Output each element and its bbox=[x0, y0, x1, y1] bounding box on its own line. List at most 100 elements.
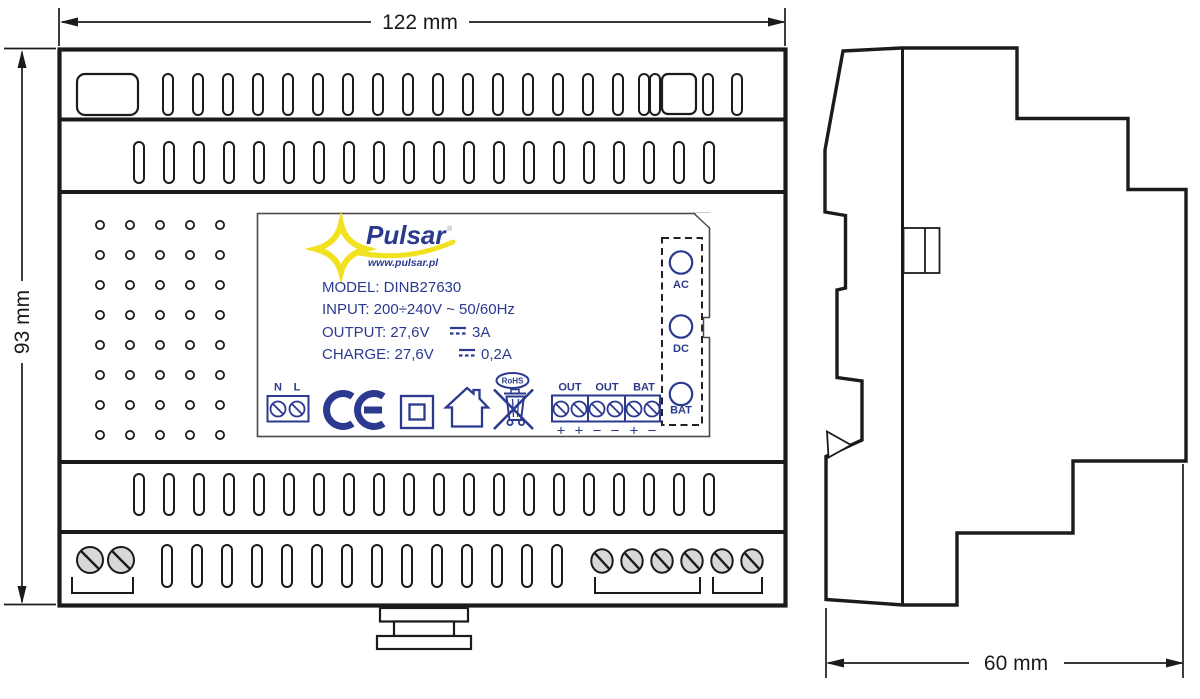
vent-slot bbox=[371, 544, 383, 588]
width-dimension: 122 mm bbox=[58, 8, 786, 46]
label-edge-notch bbox=[703, 317, 712, 338]
led-dc-label: DC bbox=[673, 343, 689, 355]
mains-terminal-block: N L bbox=[266, 382, 310, 423]
vent-slot bbox=[523, 141, 535, 184]
label-edge-notch-outline bbox=[702, 316, 710, 339]
dc-symbol-icon bbox=[450, 326, 466, 335]
label-screw-slot-line bbox=[291, 403, 303, 415]
vent-slot bbox=[162, 73, 174, 116]
vent-dot bbox=[184, 339, 195, 350]
vent-slot bbox=[703, 141, 715, 184]
vent-slot bbox=[313, 473, 325, 516]
vent-slot bbox=[433, 141, 445, 184]
vent-row-upper bbox=[133, 141, 715, 184]
arrow-left-icon bbox=[826, 658, 844, 668]
vent-dot bbox=[154, 279, 165, 290]
vent-slot bbox=[191, 544, 203, 588]
vent-dot bbox=[154, 369, 165, 380]
vent-dot bbox=[214, 219, 225, 230]
vent-slot bbox=[433, 473, 445, 516]
arrow-up-icon bbox=[17, 50, 27, 68]
din-clip-latch bbox=[826, 429, 853, 459]
mains-terminal-screws bbox=[76, 546, 135, 574]
logo-swoosh bbox=[356, 239, 456, 259]
vent-dot bbox=[184, 249, 195, 260]
vent-dot bbox=[125, 399, 136, 410]
vent-dot bbox=[154, 399, 165, 410]
vent-dot bbox=[154, 219, 165, 230]
vent-dot bbox=[184, 309, 195, 320]
vent-slot bbox=[313, 141, 325, 184]
label-terminal-screws bbox=[269, 400, 661, 418]
vent-slot bbox=[673, 473, 685, 516]
vent-slot bbox=[133, 141, 145, 184]
polarity-sign: + bbox=[557, 423, 566, 440]
vent-dot bbox=[184, 219, 195, 230]
vent-dot bbox=[95, 249, 106, 260]
terminal-bat-label: BAT bbox=[633, 382, 655, 394]
side-view bbox=[823, 46, 1188, 607]
input-line: INPUT: 200÷240V ~ 50/60Hz bbox=[322, 301, 515, 318]
label-corner-fold bbox=[695, 213, 711, 228]
front-view: Pulsar ® www.pulsar.pl MODEL: DINB27630 … bbox=[57, 47, 788, 651]
width-dimension-label: 122 mm bbox=[382, 11, 458, 34]
charge-line: CHARGE: 27,6V 0,2A bbox=[322, 346, 512, 363]
vent-opening-square bbox=[660, 72, 698, 116]
vent-dot bbox=[184, 399, 195, 410]
output-terminal-block: OUT OUT BAT + + − − + − bbox=[551, 382, 661, 440]
registered-mark: ® bbox=[447, 225, 453, 233]
vent-dot bbox=[184, 279, 195, 290]
vent-slot bbox=[432, 73, 444, 116]
vent-slot bbox=[552, 73, 564, 116]
vent-slot bbox=[223, 473, 235, 516]
screw-slot-line bbox=[111, 550, 131, 570]
vent-slot bbox=[521, 544, 533, 588]
vent-row-bottom bbox=[161, 544, 563, 588]
vent-slot bbox=[673, 141, 685, 184]
vent-opening-left bbox=[75, 72, 140, 117]
output-text: OUTPUT: 27,6V bbox=[322, 324, 430, 341]
vent-slot bbox=[461, 544, 473, 588]
screw-slot-line bbox=[743, 552, 761, 570]
arrow-right-icon bbox=[768, 17, 786, 27]
vent-slot bbox=[283, 141, 295, 184]
vent-slot bbox=[253, 473, 265, 516]
vent-dot bbox=[214, 249, 225, 260]
output-terminal-screws bbox=[590, 548, 764, 574]
led-bat-label: BAT bbox=[670, 405, 692, 417]
vent-dot bbox=[214, 429, 225, 440]
vent-slot bbox=[649, 73, 661, 116]
terminal-n-label: N bbox=[274, 382, 282, 394]
brand-website: www.pulsar.pl bbox=[368, 257, 439, 269]
charge-text: CHARGE: 27,6V bbox=[322, 346, 434, 363]
vent-slot bbox=[252, 73, 264, 116]
dc-symbol-icon bbox=[459, 348, 475, 357]
height-dimension: 93 mm bbox=[4, 47, 56, 606]
din-rail-clip bbox=[375, 606, 473, 651]
arrow-right-icon bbox=[1166, 658, 1184, 668]
vent-slot bbox=[253, 141, 265, 184]
vent-slot bbox=[372, 73, 384, 116]
vent-slot bbox=[703, 473, 715, 516]
terminal-out1-label: OUT bbox=[558, 382, 582, 394]
vent-slot bbox=[463, 141, 475, 184]
vent-slot bbox=[311, 544, 323, 588]
vent-slot bbox=[491, 544, 503, 588]
rohs-badge: RoHS bbox=[495, 372, 530, 389]
screw-slot-line bbox=[713, 552, 731, 570]
class-ii-icon bbox=[399, 394, 435, 430]
vent-slot bbox=[551, 544, 563, 588]
vent-slot bbox=[553, 473, 565, 516]
vent-slot bbox=[403, 473, 415, 516]
vent-slot bbox=[341, 544, 353, 588]
vent-dot bbox=[214, 369, 225, 380]
terminal-bracket bbox=[594, 577, 701, 594]
weee-icon bbox=[493, 388, 534, 430]
label-screw-slot-line bbox=[555, 403, 567, 415]
vent-dot bbox=[95, 279, 106, 290]
vent-dot bbox=[214, 279, 225, 290]
vent-dot bbox=[95, 309, 106, 320]
terminal-out2-label: OUT bbox=[595, 382, 619, 394]
ce-mark-icon bbox=[323, 390, 386, 430]
